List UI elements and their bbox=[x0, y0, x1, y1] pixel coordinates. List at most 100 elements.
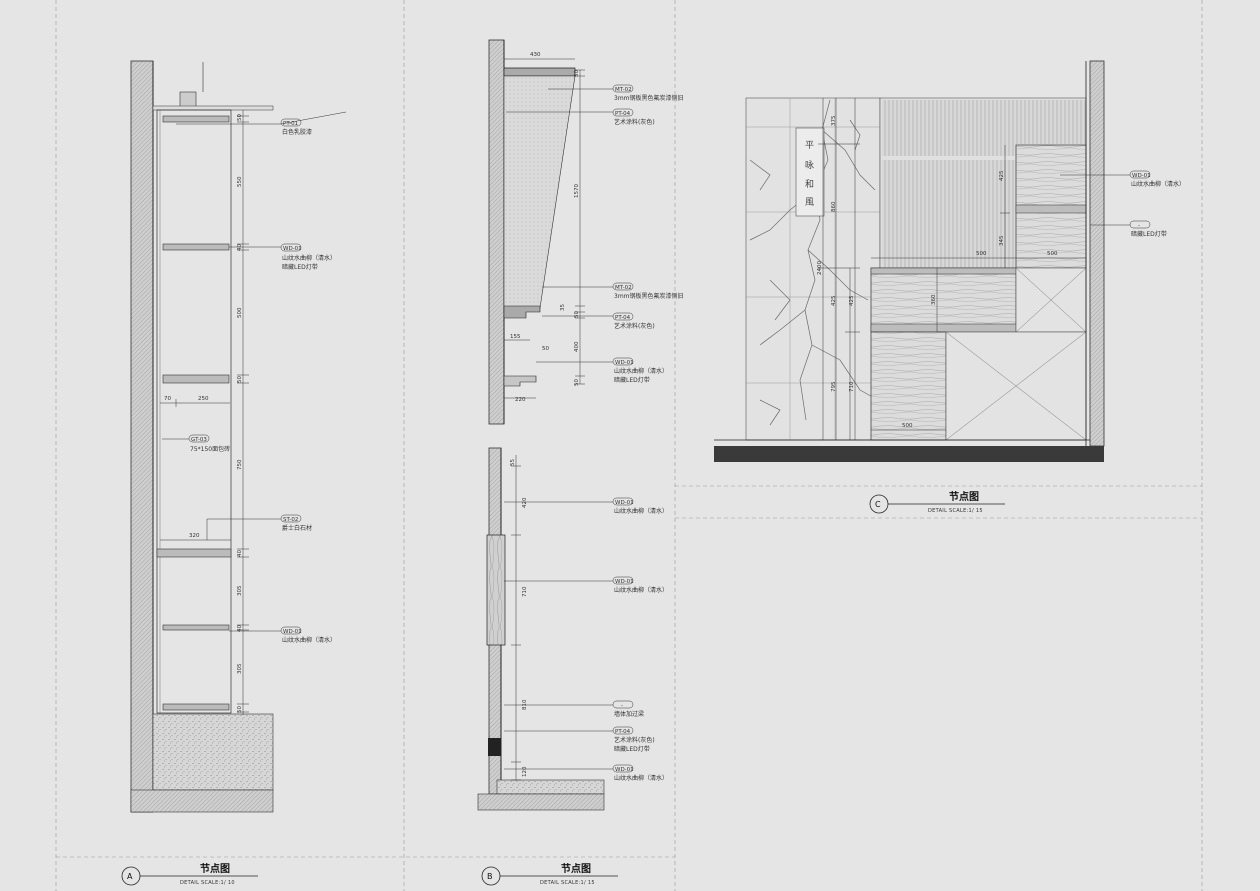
tag-bb-3-line-1: 暗藏LED灯带 bbox=[614, 745, 650, 753]
dim-b-b-1: 420 bbox=[522, 497, 528, 508]
subtitle-a: DETAIL SCALE:1/ 10 bbox=[180, 880, 235, 886]
steel-plate-bottom bbox=[503, 305, 541, 319]
tag-b-3-line-0: 艺术涂料(灰色) bbox=[614, 322, 655, 330]
tag-b-0-code: MT-02 bbox=[615, 87, 632, 93]
dim-b-9: 220 bbox=[515, 397, 526, 403]
tag-b-1-line-0: 艺术涂料(灰色) bbox=[614, 118, 655, 126]
tag-a-4-code: WD-01 bbox=[283, 629, 302, 635]
tag-a-1-code: WD-01 bbox=[283, 246, 302, 252]
marker-a: A bbox=[127, 872, 133, 881]
dim-b-1: 50 bbox=[574, 70, 580, 77]
floor-slab-b bbox=[496, 779, 605, 795]
dim-a-3: 500 bbox=[237, 307, 243, 318]
dim-c-7: 425 bbox=[999, 170, 1005, 181]
detail-b-top: 430 50 1570 35 50 400 50 155 50 220 MT-0… bbox=[488, 39, 684, 425]
tag-a-3-code: ST-02 bbox=[283, 517, 298, 523]
dim-a-8: 40 bbox=[237, 625, 243, 632]
dim-a-1: 550 bbox=[237, 176, 243, 187]
steel-plate-top bbox=[503, 67, 576, 77]
dim-b-b-0: 55 bbox=[510, 459, 516, 466]
tag-a-1-line-0: 山纹水曲柳（清水） bbox=[282, 254, 336, 262]
floor-slab-c bbox=[714, 446, 1104, 462]
dim-c-4: 425 bbox=[849, 295, 855, 306]
calligraphy-char-3: 風 bbox=[805, 197, 814, 208]
calligraphy-panel bbox=[795, 127, 825, 217]
floor-slab-a bbox=[152, 713, 274, 791]
tag-bb-4-code: WD-01 bbox=[615, 767, 634, 773]
dim-b-2: 1570 bbox=[574, 184, 580, 198]
title-block-a: A 节点图 DETAIL SCALE:1/ 10 bbox=[121, 862, 258, 886]
dim-b-b-2: 710 bbox=[522, 586, 528, 597]
tag-bb-1-line-0: 山纹水曲柳（清水） bbox=[614, 586, 668, 594]
tag-bb-0-code: WD-01 bbox=[615, 500, 634, 506]
dim-b-6: 50 bbox=[574, 379, 580, 386]
dim-b-4: 50 bbox=[574, 311, 580, 318]
tag-c-1-line-0: 暗藏LED灯带 bbox=[1131, 230, 1167, 238]
dim-a-0: 50 bbox=[237, 114, 243, 121]
wood-strip-b bbox=[503, 375, 537, 387]
title-block-c: C 节点图 DETAIL SCALE:1/ 15 bbox=[869, 490, 1005, 514]
dim-c-2: 2400 bbox=[817, 261, 823, 275]
title-a: 节点图 bbox=[200, 862, 230, 875]
wall-b-top bbox=[488, 39, 505, 425]
tag-bb-2-code: - bbox=[621, 703, 623, 709]
dim-b-7: 155 bbox=[510, 334, 521, 340]
tag-b-0-line-0: 3mm钢板黑色氟炭漆侧旧 bbox=[614, 94, 684, 102]
dim-c-0: 375 bbox=[831, 115, 837, 126]
dim-b-5: 400 bbox=[574, 341, 580, 352]
tag-bb-1-code: WD-01 bbox=[615, 579, 634, 585]
dim-c-8: 345 bbox=[999, 235, 1005, 246]
marker-c: C bbox=[875, 500, 881, 509]
tag-bb-0-line-0: 山纹水曲柳（清水） bbox=[614, 507, 668, 515]
calligraphy-char-1: 咏 bbox=[805, 160, 814, 171]
dim-a-10: 50 bbox=[237, 706, 243, 713]
wall-a bbox=[130, 60, 154, 813]
detail-b-bottom: 55 420 710 810 120 WD-01 山纹水曲柳（清水） WD-01… bbox=[477, 447, 668, 886]
dim-b-8: 50 bbox=[542, 346, 549, 352]
dim-c-12: 500 bbox=[902, 423, 913, 429]
paint-panel-b bbox=[503, 75, 576, 309]
sheet-frame bbox=[55, 0, 1203, 891]
tag-c-0-code: WD-01 bbox=[1132, 173, 1151, 179]
dim-c-1: 860 bbox=[831, 201, 837, 212]
detail-c: 平 咏 和 風 bbox=[714, 60, 1185, 514]
marker-b: B bbox=[487, 872, 493, 881]
tag-b-4-line-1: 暗藏LED灯带 bbox=[614, 376, 650, 384]
ceiling-hanger bbox=[179, 91, 197, 108]
dim-c-3: 425 bbox=[831, 295, 837, 306]
tag-bb-3-line-0: 艺术涂料(灰色) bbox=[614, 736, 655, 744]
dim-c-10: 500 bbox=[976, 251, 987, 257]
dim-a-5: 750 bbox=[237, 459, 243, 470]
dim-a-9: 305 bbox=[237, 663, 243, 674]
calligraphy-char-0: 平 bbox=[805, 140, 814, 151]
shelves-a bbox=[156, 115, 232, 711]
tag-bb-2-line-0: 墙体加过梁 bbox=[614, 710, 644, 718]
tag-c-1-code: - bbox=[1138, 223, 1140, 229]
dim-a-h-0: 70 bbox=[164, 396, 171, 402]
title-c: 节点图 bbox=[949, 490, 979, 503]
tag-b-3-code: PT-04 bbox=[615, 315, 631, 321]
dim-b-0: 430 bbox=[530, 52, 541, 58]
subtitle-b: DETAIL SCALE:1/ 15 bbox=[540, 880, 595, 886]
dim-c-11: 500 bbox=[1047, 251, 1058, 257]
title-block-b: B 节点图 DETAIL SCALE:1/ 15 bbox=[481, 862, 618, 886]
dim-a-h-2: 320 bbox=[189, 533, 200, 539]
detail-a: 50 550 40 500 50 750 40 305 40 305 50 70… bbox=[121, 60, 347, 886]
tag-a-0-line-0: 白色乳胶漆 bbox=[282, 128, 312, 136]
tag-b-2-line-0: 3mm钢板黑色氟炭漆侧旧 bbox=[614, 292, 684, 300]
cabinet-a bbox=[156, 109, 232, 714]
tag-a-4-line-0: 山纹水曲柳（清水） bbox=[282, 636, 336, 644]
calligraphy-char-2: 和 bbox=[805, 179, 814, 190]
title-b: 节点图 bbox=[561, 862, 591, 875]
subtitle-c: DETAIL SCALE:1/ 15 bbox=[928, 508, 983, 514]
tag-a-2-line-0: 75*150面包砖 bbox=[190, 445, 230, 453]
wall-c-right bbox=[1089, 60, 1105, 447]
tag-a-2-code: GT-03 bbox=[191, 437, 207, 443]
tag-b-4-line-0: 山纹水曲柳（清水） bbox=[614, 367, 668, 375]
dim-b-b-3: 810 bbox=[522, 699, 528, 710]
dim-a-7: 305 bbox=[237, 585, 243, 596]
dim-a-2: 40 bbox=[237, 244, 243, 251]
tag-b-1-code: PT-04 bbox=[615, 111, 631, 117]
dim-labels-a: 50 550 40 500 50 750 40 305 40 305 50 bbox=[237, 114, 243, 713]
